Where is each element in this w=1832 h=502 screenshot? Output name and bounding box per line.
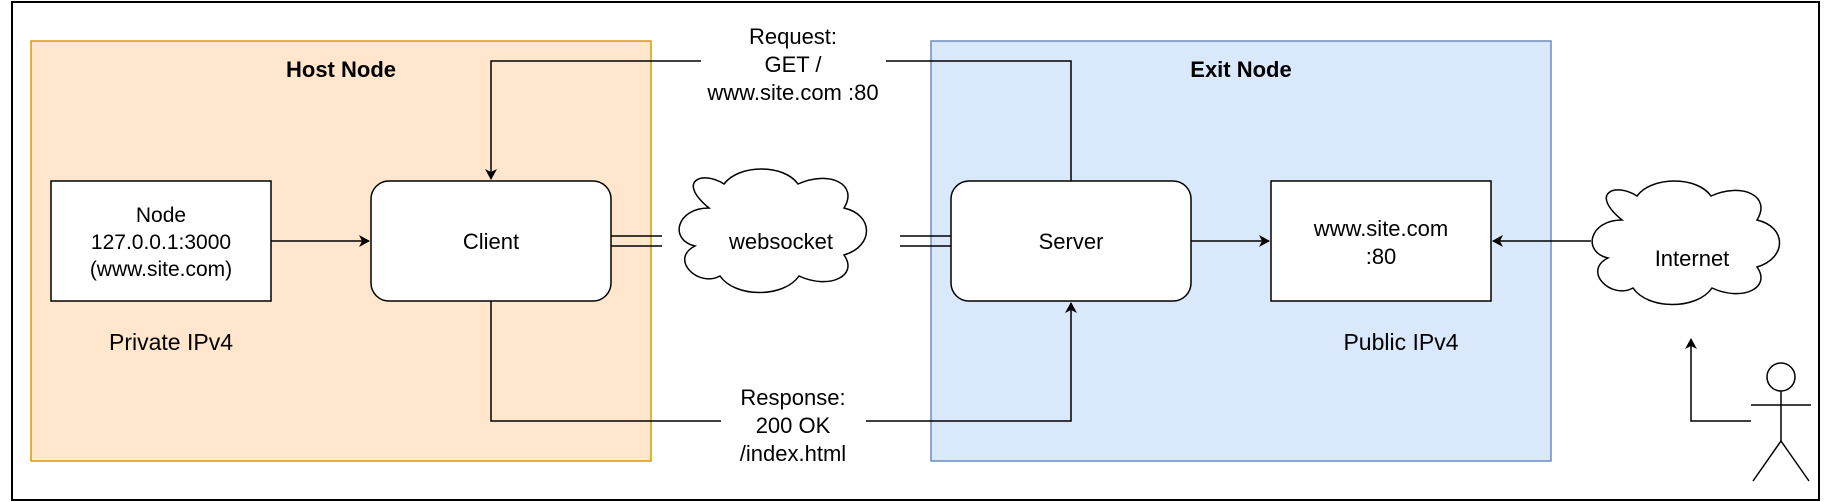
site-box-line1: www.site.com [1313,216,1448,241]
server-label: Server [1039,229,1104,254]
response-label-bg [721,378,866,470]
client-websocket-link [611,235,662,247]
request-label-bg [701,16,886,108]
internet-label: Internet [1655,246,1730,271]
public-ipv4-label: Public IPv4 [1343,329,1458,355]
user-actor-icon [1751,362,1811,482]
websocket-cloud-icon [678,168,868,294]
node-box-line1: Node [136,204,186,227]
response-line3: /index.html [740,441,846,466]
exit-node-title: Exit Node [1190,57,1291,82]
request-line2: GET / [764,52,822,77]
diagram-border [11,1,1820,501]
site-box-line2: :80 [1366,244,1397,269]
websocket-label: websocket [728,229,833,254]
response-line1: Response: [740,385,845,410]
node-box-line2: 127.0.0.1:3000 [91,231,231,254]
client-label: Client [463,229,519,254]
node-box-line3: (www.site.com) [90,258,232,281]
request-line1: Request: [749,24,837,49]
request-line3: www.site.com :80 [706,80,878,105]
internet-cloud-icon [1591,180,1781,306]
websocket-server-link [900,235,951,247]
actor-to-internet-arrow [1685,338,1751,422]
host-node-title: Host Node [286,57,396,82]
response-line2: 200 OK [756,413,831,438]
site-box[interactable] [1270,180,1492,302]
private-ipv4-label: Private IPv4 [109,329,233,355]
